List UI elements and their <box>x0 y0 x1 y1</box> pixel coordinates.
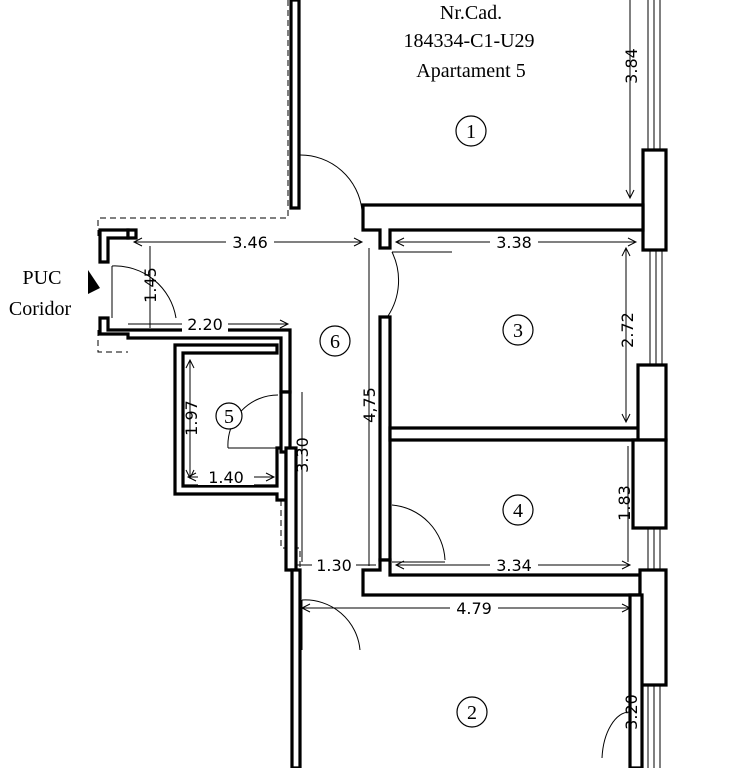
header-line3: Apartament 5 <box>416 60 525 82</box>
wall-room4-right <box>631 438 668 530</box>
windows <box>647 0 663 768</box>
svg-text:4: 4 <box>513 500 523 522</box>
dim-label-1-97: 1.97 <box>182 400 201 436</box>
dim-label-3-20: 3.20 <box>622 694 641 730</box>
dim-label-2-20: 2.20 <box>187 315 223 334</box>
wall-right-bottom <box>638 568 668 687</box>
wall-corridor-top-stub <box>126 228 138 240</box>
wall-room3-right <box>636 363 668 442</box>
dim-label-3-38: 3.38 <box>496 233 532 252</box>
wall-corridor6-left <box>279 390 292 454</box>
dim-label-3-46: 3.46 <box>232 233 268 252</box>
header-line1: Nr.Cad. <box>440 2 502 24</box>
svg-text:2: 2 <box>467 702 477 724</box>
svg-text:3: 3 <box>513 320 523 342</box>
corridor-label-puc: PUC <box>23 267 62 289</box>
wall-room1-room3 <box>361 203 645 250</box>
dim-label-4-75: 4,75 <box>360 387 379 423</box>
corridor-label-coridor: Coridor <box>9 298 72 320</box>
svg-text:1: 1 <box>466 121 476 143</box>
room-3-marker: 3 <box>502 314 534 346</box>
dim-label-3-30: 3.30 <box>293 437 312 473</box>
wall-room2-right <box>628 593 644 768</box>
wall-room3-room4 <box>388 426 642 442</box>
dim-label-1-83: 1.83 <box>615 485 634 521</box>
wall-room1-left <box>289 0 301 210</box>
wall-room2-left <box>290 568 302 768</box>
svg-text:6: 6 <box>330 331 340 353</box>
doors <box>111 154 631 759</box>
room-6-marker: 6 <box>319 325 351 357</box>
room-2-marker: 2 <box>456 696 488 728</box>
dim-label-1-40: 1.40 <box>208 468 244 487</box>
wall-room4-room2 <box>361 558 642 597</box>
dim-label-3-84: 3.84 <box>622 48 641 84</box>
room-5-marker: 5 <box>215 402 243 430</box>
room-1-marker: 1 <box>455 115 487 147</box>
dim-label-2-72: 2.72 <box>618 312 637 348</box>
dashed-outline <box>97 0 301 600</box>
svg-text:5: 5 <box>224 406 234 428</box>
dim-label-1-45: 1.45 <box>141 267 160 303</box>
wall-right-top <box>641 148 668 252</box>
dim-label-4-79: 4.79 <box>456 599 492 618</box>
dim-label-1-30: 1.30 <box>316 556 352 575</box>
dim-label-3-34: 3.34 <box>496 556 532 575</box>
wall-corridor-top-left <box>98 228 130 264</box>
walls <box>98 0 668 768</box>
header-line2: 184334-C1-U29 <box>403 30 534 52</box>
entry-arrow-icon <box>88 270 100 294</box>
room-4-marker: 4 <box>502 494 534 526</box>
